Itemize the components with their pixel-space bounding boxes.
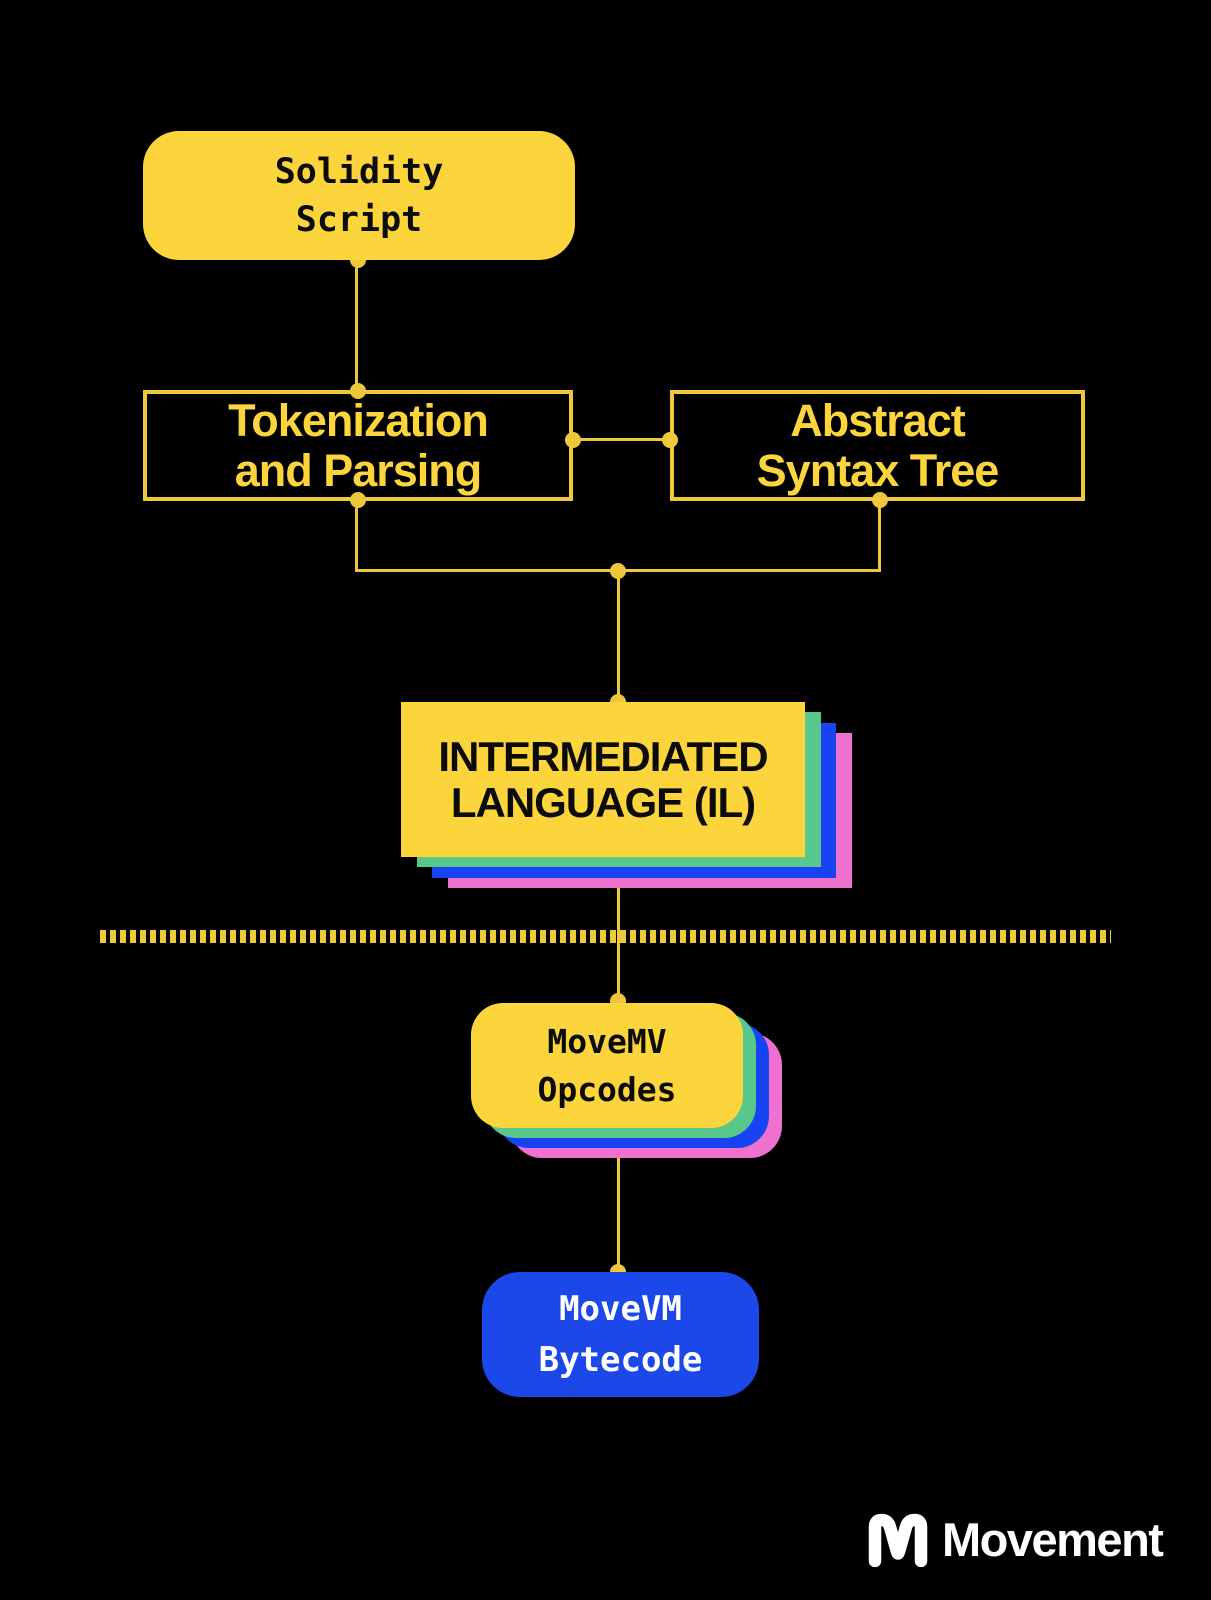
node-il-label-line2: LANGUAGE (IL) [450, 778, 756, 826]
node-abstract-syntax-tree: Abstract Syntax Tree [670, 390, 1085, 501]
node-intermediated-language: INTERMEDIATED LANGUAGE (IL) [401, 702, 805, 857]
connector-dot [610, 563, 626, 579]
node-solidity-script-label-line2: Script [295, 199, 423, 240]
connector-ast-down [878, 500, 881, 572]
node-il-label-line1: INTERMEDIATED [438, 732, 768, 780]
node-movemv-opcodes: MoveMV Opcodes [471, 1003, 743, 1128]
node-ast-label-line1: Abstract [790, 394, 966, 446]
node-opcodes-label-line2: Opcodes [537, 1069, 677, 1109]
node-tokenization-label-line2: and Parsing [234, 444, 483, 496]
connector-tokenization-right-to-ast-left [573, 438, 670, 441]
node-tokenization-label-line1: Tokenization [228, 394, 489, 446]
connector-tokenization-down [355, 500, 358, 572]
node-bytecode-label-line1: MoveVM [559, 1288, 682, 1329]
node-opcodes-label-line1: MoveMV [547, 1021, 667, 1061]
node-tokenization-and-parsing: Tokenization and Parsing [143, 390, 573, 501]
movement-wordmark: Movement [942, 1513, 1164, 1566]
node-ast-label-line2: Syntax Tree [756, 444, 1000, 496]
connector-solidity-to-tokenization [355, 260, 358, 392]
node-solidity-script-label-line1: Solidity [274, 151, 444, 192]
node-intermediated-language-stack: INTERMEDIATED LANGUAGE (IL) [401, 702, 852, 888]
node-movemv-opcodes-stack: MoveMV Opcodes [471, 1003, 782, 1158]
connector-merge-to-il [617, 571, 620, 702]
movement-logo: Movement [866, 1512, 1164, 1567]
node-movevm-bytecode: MoveVM Bytecode [482, 1272, 759, 1397]
node-solidity-script: Solidity Script [143, 131, 575, 260]
movement-m-logo-icon [868, 1513, 928, 1567]
connector-opcodes-to-bytecode [617, 1128, 620, 1274]
node-bytecode-label-line2: Bytecode [538, 1339, 703, 1380]
dashed-divider [100, 930, 1111, 943]
